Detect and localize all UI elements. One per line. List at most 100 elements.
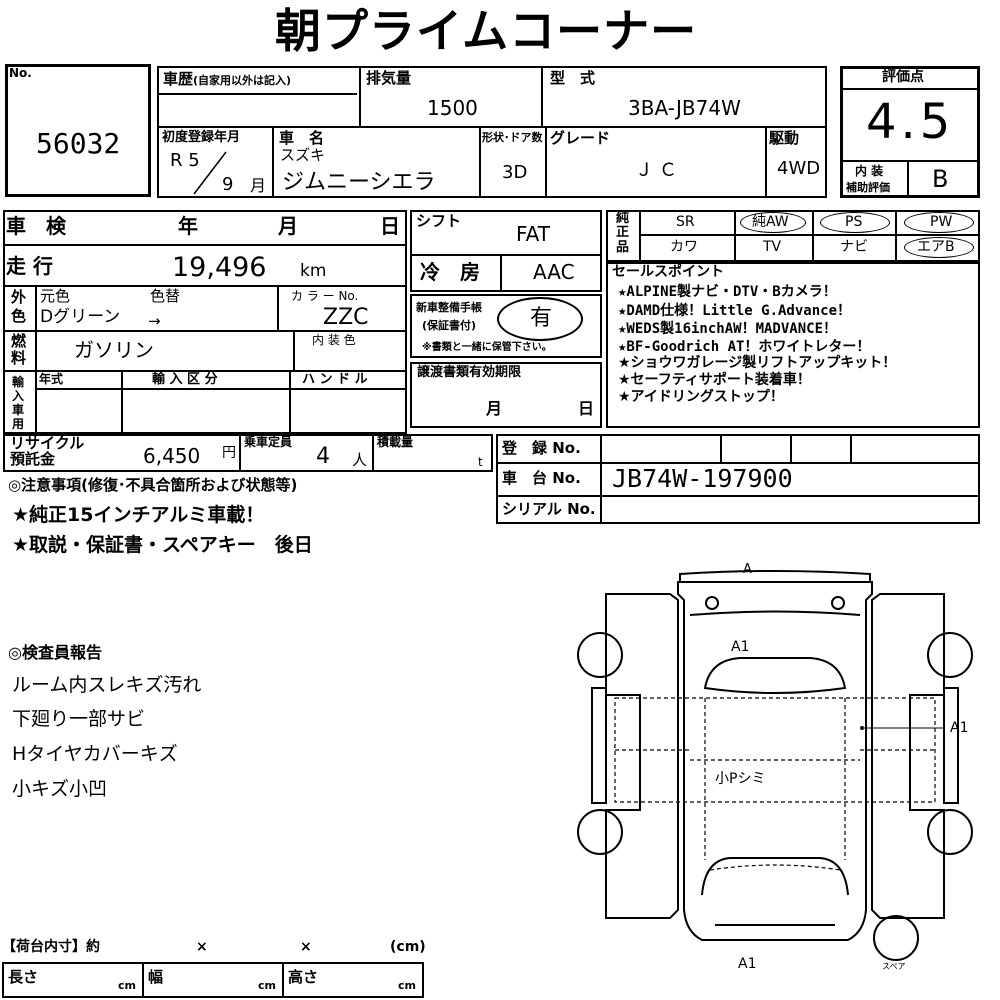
score-box [840, 66, 980, 198]
equip-aw-circle [740, 212, 806, 233]
import-label-4: 用 [12, 417, 25, 431]
service-book-note: ※書類と一緒に保管下さい。 [422, 342, 552, 353]
equip-ps-circle [820, 212, 890, 233]
equip-leather: カワ [670, 239, 698, 255]
capacity-value: 4 [316, 444, 330, 469]
grade-value: ＪＣ [635, 160, 683, 181]
recycle-box [3, 434, 493, 472]
inspector-item-2: 下廻り一部サビ [12, 708, 146, 730]
body-doors-value: 3D [502, 162, 528, 183]
fuel-value: ガソリン [74, 338, 154, 362]
cargo-x2: × [300, 939, 312, 955]
drive-label: 駆動 [769, 129, 800, 147]
selling-point-3: ★WEDS製16inchAW！MADVANCE！ [618, 321, 838, 337]
color-arrow: → [148, 312, 161, 330]
first-reg-month-unit: 月 [250, 176, 267, 195]
model-type-value: 3BA-JB74W [628, 96, 741, 120]
load-unit: t [478, 455, 483, 469]
note-item-2: ★取説・保証書・スペアキー 後日 [12, 534, 313, 556]
load-label: 積載量 [377, 435, 414, 449]
fuel-label-2: 料 [11, 349, 27, 367]
transfer-month: 月 [486, 399, 503, 418]
equipment-label-1: 純 [616, 211, 630, 226]
service-book-value: 有 [530, 306, 553, 331]
aircon-value: AAC [533, 260, 575, 284]
inspector-item-4: 小キズ小凹 [12, 778, 108, 800]
mileage-unit: km [300, 261, 327, 281]
selling-points-box [606, 262, 980, 428]
inspector-item-3: Hタイヤカバーキズ [12, 743, 178, 765]
selling-point-1: ★ALPINE製ナビ・DTV・Bカメラ！ [618, 284, 837, 300]
selling-point-5: ★ショウワガレージ製リフトアップキット！ [618, 355, 897, 371]
mileage-label: 走 行 [6, 254, 53, 278]
recycle-label-sub: 預託金 [10, 450, 56, 468]
score-label: 評価点 [882, 69, 924, 85]
cargo-length-cm: cm [118, 979, 136, 992]
car-maker: スズキ [280, 146, 326, 164]
equip-navi: ナビ [840, 239, 868, 255]
number-label: No. [9, 66, 32, 80]
import-label-2: 入 [12, 389, 25, 403]
car-name-label: 車 名 [279, 129, 325, 147]
import-label-3: 車 [12, 403, 25, 417]
cargo-height-label: 高さ [288, 968, 319, 986]
selling-point-2: ★DAMD仕様！Little G.Advance！ [618, 303, 852, 319]
service-book-label: 新車整備手帳 [416, 301, 482, 314]
equip-pw: PW [930, 214, 953, 230]
body-doors-label: 形状･ドア数 [482, 131, 543, 144]
recycle-label: リサイクル [10, 434, 85, 452]
car-name-value: ジムニーシエラ [282, 170, 436, 195]
equip-airbag-circle [904, 237, 974, 258]
diagram-mark-rear: A1 [738, 956, 757, 972]
score-value: 4.5 [866, 94, 955, 150]
import-label-1: 輸 [12, 375, 25, 389]
model-type-label: 型 式 [550, 69, 596, 87]
import-year-label: 年式 [39, 372, 64, 386]
shift-value: FAT [516, 222, 551, 246]
interior-color-label: 内 装 色 [312, 333, 356, 347]
import-class-label: 輸 入 区 分 [152, 372, 218, 387]
equip-ps: PS [845, 214, 863, 230]
vehicle-info-box [157, 66, 827, 198]
recycle-value: 6,450 [143, 444, 201, 468]
import-handle-label: ハ ン ド ル [302, 372, 368, 387]
interior-label-sub: 補助評価 [846, 181, 890, 194]
diagram-front-mark: A [743, 562, 752, 577]
color-label-1: 外 [11, 288, 27, 306]
number-value: 56032 [36, 127, 121, 160]
page-title: 朝プライムコーナー [275, 4, 698, 58]
service-book-circle [497, 297, 583, 341]
interior-label: 内 装 [855, 164, 884, 178]
cargo-label: 【荷台内寸】約 [2, 939, 100, 955]
number-box [5, 64, 151, 197]
color-change-label: 色替 [150, 287, 181, 305]
equipment-label-2: 正 [616, 225, 630, 240]
grade-label: グレード [550, 129, 611, 147]
shift-label: シフト [416, 212, 462, 230]
spec-box [3, 210, 407, 434]
equip-tv: TV [763, 239, 782, 255]
cargo-width-label: 幅 [148, 968, 164, 986]
first-reg-month: 9 [222, 174, 234, 195]
note-item-1: ★純正15インチアルミ車載！ [12, 504, 265, 526]
first-reg-year: R 5 [170, 150, 200, 171]
interior-value: B [932, 165, 949, 193]
notes-label: ◎注意事項(修復･不具合箇所および状態等) [8, 476, 298, 494]
color-label-2: 色 [11, 307, 27, 325]
selling-point-7: ★アイドリングストップ！ [618, 389, 784, 405]
diagram-mark-side: A1 [950, 720, 969, 736]
capacity-label: 乗車定員 [244, 435, 293, 449]
aircon-label: 冷 房 [420, 260, 480, 284]
equip-airbag: エアB [917, 239, 955, 255]
cargo-box [2, 962, 424, 998]
inspection-day: 日 [380, 214, 400, 238]
selling-points-label: セールスポイント [612, 264, 724, 280]
inspection-year: 年 [178, 214, 198, 238]
color-value: Dグリーン [40, 307, 121, 327]
cargo-length-label: 長さ [8, 968, 39, 986]
registration-label: 登 録 No. [502, 439, 581, 457]
inspection-label: 車 検 [6, 214, 66, 238]
first-reg-label: 初度登録年月 [162, 130, 241, 145]
selling-point-6: ★セーフティサポート装着車！ [618, 372, 811, 388]
service-book-box [410, 294, 602, 358]
